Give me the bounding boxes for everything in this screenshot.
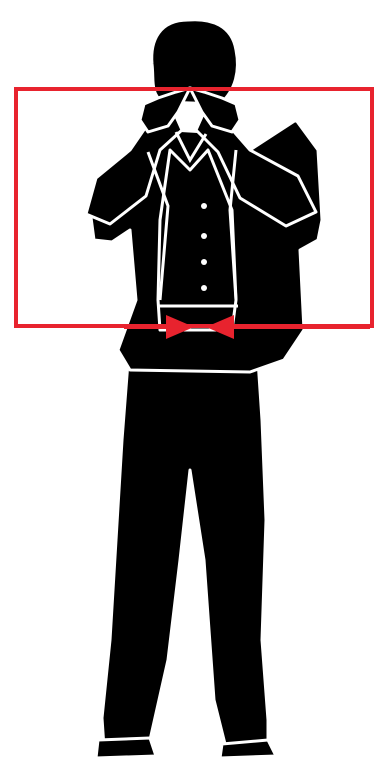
- left-shoe: [96, 738, 156, 758]
- button-4: [201, 285, 207, 291]
- button-2: [201, 233, 207, 239]
- trousers: [102, 360, 268, 748]
- button-1: [201, 203, 207, 209]
- right-shoe: [220, 740, 276, 758]
- left-hand: [140, 88, 190, 132]
- button-3: [201, 259, 207, 265]
- person-silhouette: [86, 20, 322, 758]
